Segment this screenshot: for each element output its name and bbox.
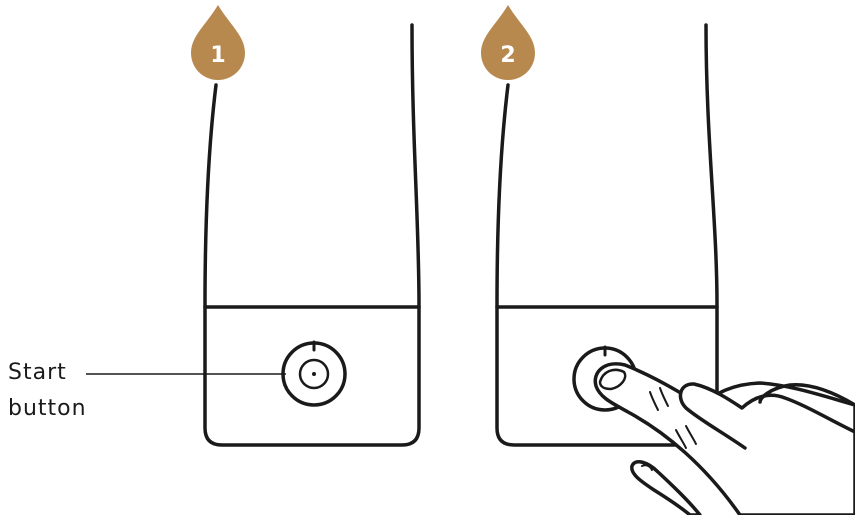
step-number-2: 2 — [500, 43, 515, 68]
device-body-outline-1 — [203, 23, 421, 447]
drop-icon-1 — [191, 5, 245, 80]
callout-label-start: Start — [8, 360, 67, 385]
drop-badge-2: 2 — [481, 5, 535, 80]
start-button-icon[interactable] — [281, 340, 347, 407]
drop-badge-1: 1 — [191, 5, 245, 80]
pressing-hand-icon — [593, 362, 855, 517]
step-number-1: 1 — [210, 43, 225, 68]
drop-icon-2 — [481, 5, 535, 80]
device-panel-1 — [203, 23, 421, 447]
callout-label-button: button — [8, 396, 87, 421]
